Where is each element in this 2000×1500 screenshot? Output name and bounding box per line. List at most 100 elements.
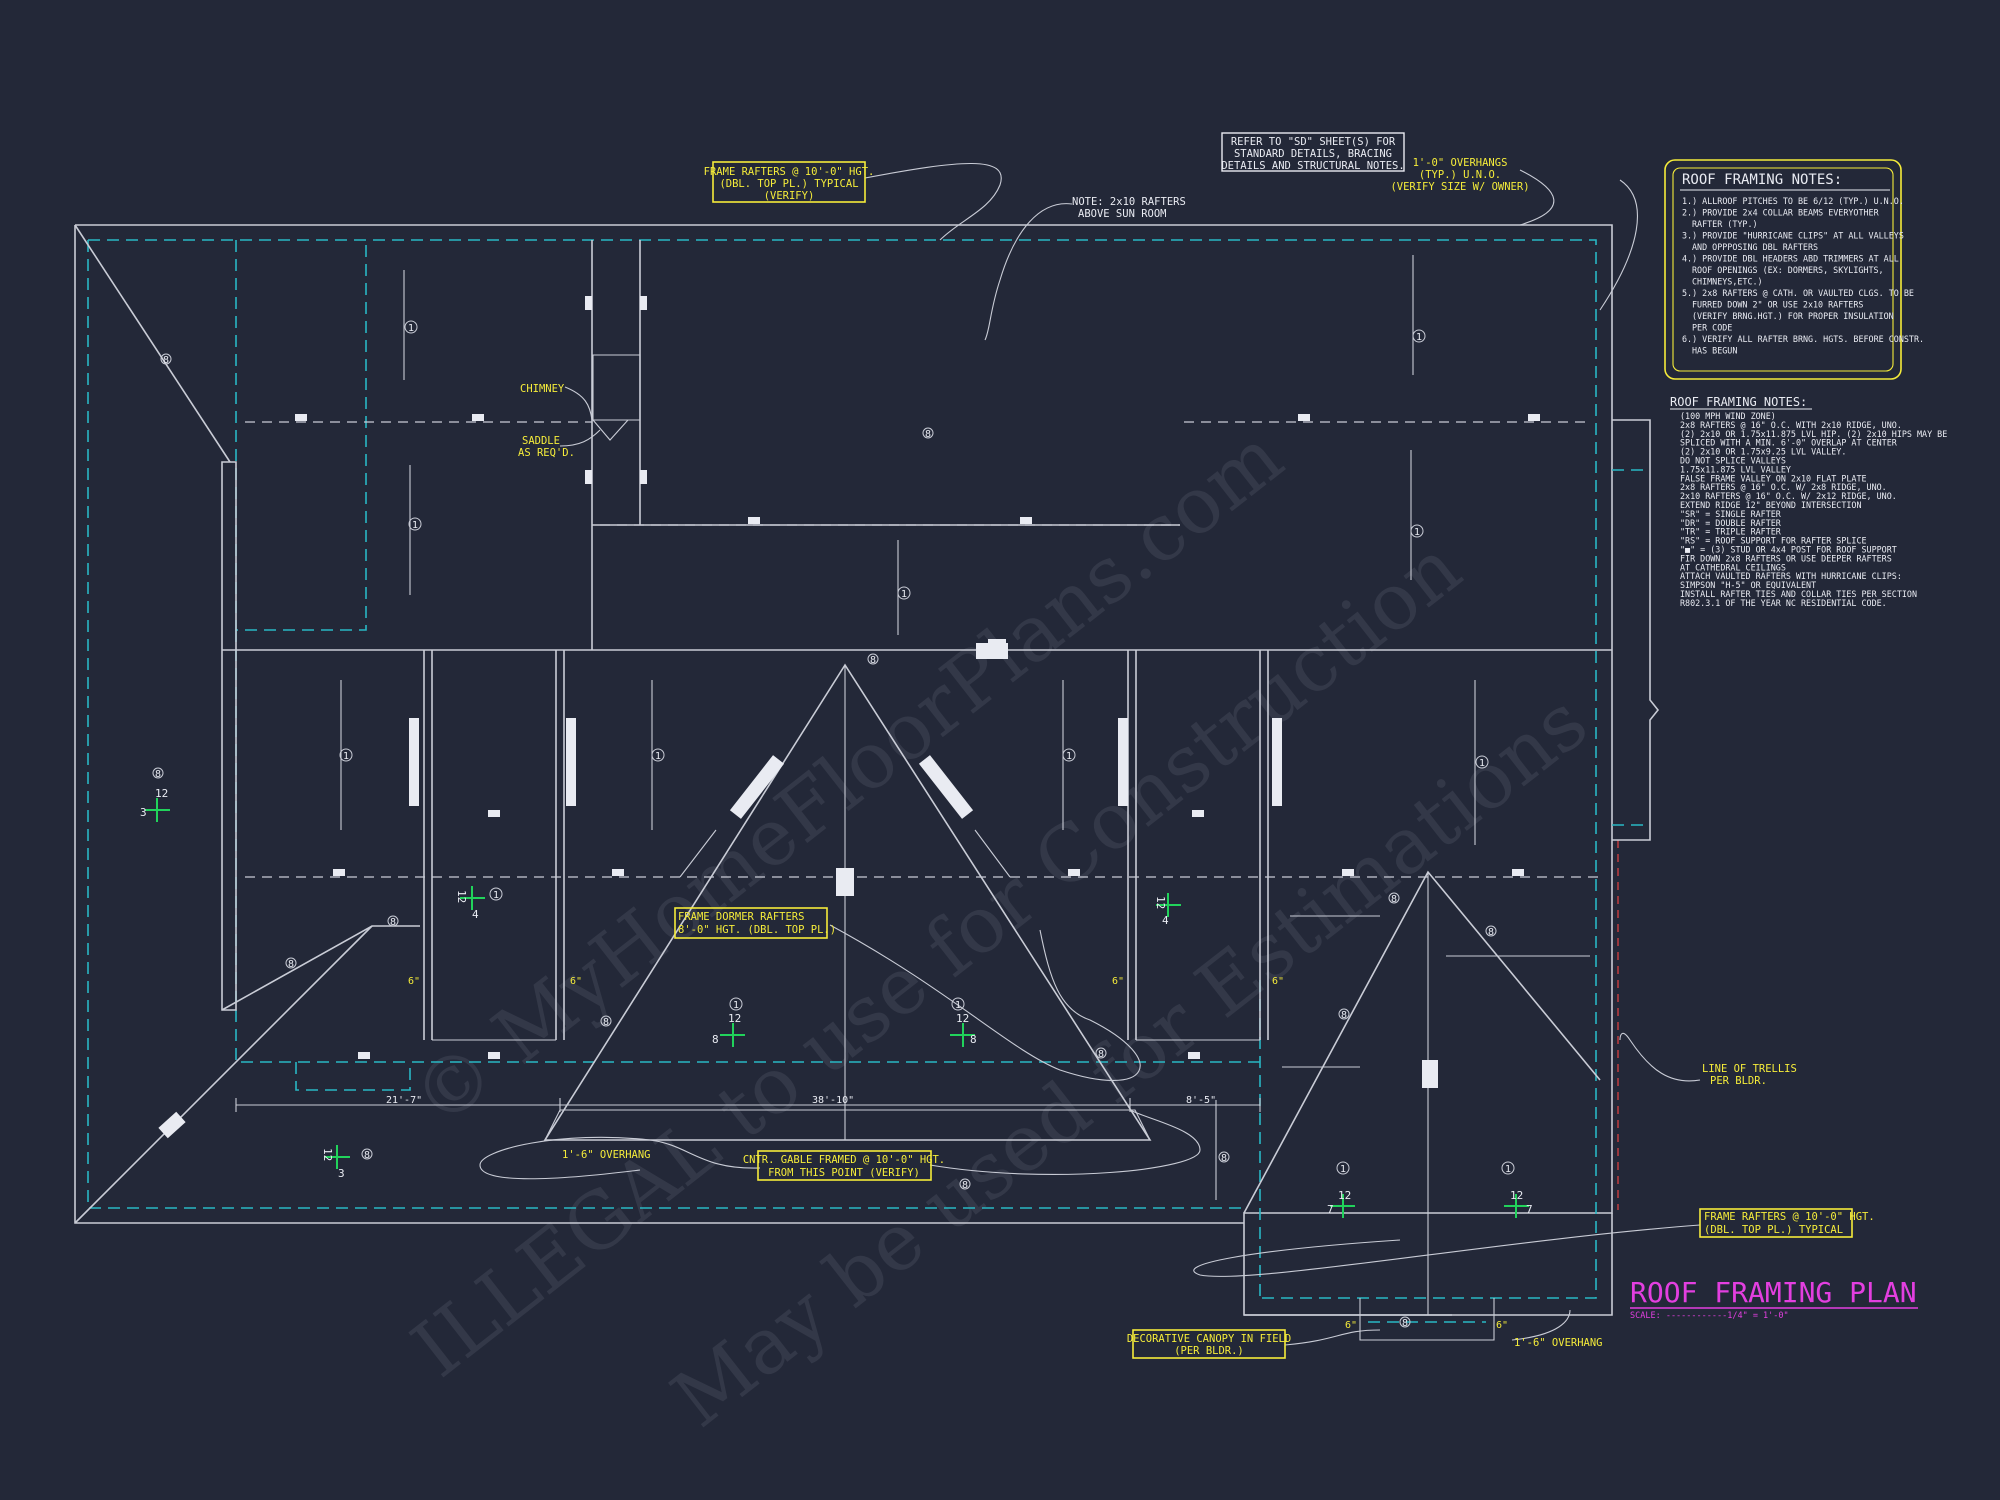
- leader-saddle: [559, 429, 601, 447]
- notes-box-item: 3.) PROVIDE "HURRICANE CLIPS" AT ALL VAL…: [1682, 231, 1904, 241]
- svg-text:12: 12: [455, 890, 468, 903]
- notes-list-heading: ROOF FRAMING NOTES:: [1670, 395, 1807, 409]
- bay-wall-2: [555, 650, 565, 1040]
- svg-text:DECORATIVE CANOPY IN FIELD: DECORATIVE CANOPY IN FIELD: [1127, 1333, 1291, 1345]
- dimensions: 21'-7" 38'-10" 8'-5" 6" 6" 6" 6" 6" 6": [386, 976, 1508, 1331]
- callout-trellis: LINE OF TRELLIS: [1702, 1063, 1797, 1075]
- leader-overhang-bottom: [1511, 1309, 1571, 1341]
- notes-list-items: (100 MPH WIND ZONE)2x8 RAFTERS @ 16" O.C…: [1680, 411, 1947, 608]
- svg-text:(DBL. TOP PL.) TYPICAL: (DBL. TOP PL.) TYPICAL: [1704, 1224, 1843, 1236]
- porch-step: [295, 1062, 411, 1091]
- svg-text:1: 1: [901, 589, 907, 600]
- svg-text:12: 12: [155, 787, 168, 800]
- callout-frame-top[interactable]: [712, 161, 866, 203]
- dormer-rafters: [679, 829, 1011, 878]
- svg-text:6": 6": [1272, 976, 1284, 987]
- title-block: ROOF FRAMING PLAN SCALE: ------------1/4…: [1630, 1276, 1918, 1321]
- svg-text:6": 6": [1496, 1320, 1508, 1331]
- notes-list-item: "SR" = SINGLE RAFTER: [1680, 509, 1782, 519]
- notes-box-item: 1.) ALLROOF PITCHES TO BE 6/12 (TYP.) U.…: [1682, 196, 1904, 206]
- saddle: [592, 419, 629, 441]
- svg-text:8: 8: [1341, 1010, 1347, 1021]
- svg-text:12: 12: [1510, 1189, 1523, 1202]
- notes-list-item: (2) 2x10 OR 1.75x11.875 LVL HIP. (2) 2x1…: [1680, 429, 1947, 439]
- svg-text:(DBL. TOP PL.) TYPICAL: (DBL. TOP PL.) TYPICAL: [719, 178, 858, 190]
- drawing-scale: SCALE: ------------1/4" = 1'-0": [1630, 1311, 1789, 1321]
- notes-box-item: RAFTER (TYP.): [1692, 219, 1758, 229]
- svg-text:6": 6": [408, 976, 420, 987]
- notes-list-item: "DR" = DOUBLE RAFTER: [1680, 518, 1782, 528]
- leader-overhang-top-2: [1599, 179, 1638, 311]
- svg-text:8: 8: [1402, 1318, 1408, 1329]
- dimension-3: 8'-5": [1186, 1095, 1216, 1106]
- svg-text:6": 6": [570, 976, 582, 987]
- notes-list-item: FIR DOWN 2x8 RAFTERS OR USE DEEPER RAFTE…: [1680, 553, 1892, 563]
- notes-list-item: (100 MPH WIND ZONE): [1680, 411, 1776, 421]
- notes-list-item: "■" = (3) STUD OR 4x4 POST FOR ROOF SUPP…: [1680, 545, 1897, 555]
- svg-text:8: 8: [163, 355, 169, 366]
- svg-text:AS REQ'D.: AS REQ'D.: [518, 447, 575, 459]
- svg-text:8: 8: [1098, 1049, 1104, 1060]
- callout-overhangs-top: 1'-0" OVERHANGS: [1413, 157, 1508, 169]
- dimension-2: 38'-10": [812, 1095, 854, 1106]
- callout-center-gable[interactable]: [757, 1150, 932, 1181]
- svg-text:4: 4: [1162, 914, 1169, 927]
- pitch-symbols: 123 124 128 128 124 123 127 127: [140, 787, 1533, 1218]
- svg-text:1: 1: [493, 890, 499, 901]
- svg-text:8: 8: [712, 1033, 719, 1046]
- notes-list-item: AT CATHEDRAL CEILINGS: [1680, 562, 1786, 572]
- callout-canopy[interactable]: [1132, 1329, 1286, 1359]
- notes-list-item: DO NOT SPLICE VALLEYS: [1680, 456, 1786, 466]
- hip-left-top: [74, 224, 231, 463]
- svg-text:1: 1: [1414, 527, 1420, 538]
- leader-frame-right: [1193, 1224, 1701, 1277]
- svg-text:6": 6": [1112, 976, 1124, 987]
- notes-box-item: (VERIFY BRNG.HGT.) FOR PROPER INSULATION: [1692, 311, 1894, 321]
- svg-text:7: 7: [1327, 1203, 1334, 1216]
- svg-text:CNTR. GABLE FRAMED @ 10'-0" HG: CNTR. GABLE FRAMED @ 10'-0" HGT.: [743, 1154, 945, 1166]
- notes-box-item: HAS BEGUN: [1692, 346, 1737, 356]
- callout-overhang-left: 1'-6" OVERHANG: [562, 1149, 651, 1161]
- leader-overhang-top: [1519, 169, 1555, 226]
- overhang-line-inner: [235, 240, 367, 631]
- leader-gable: [929, 1109, 1201, 1175]
- callout-dormer[interactable]: [674, 907, 828, 939]
- svg-text:(TYP.) U.N.O.: (TYP.) U.N.O.: [1419, 169, 1501, 181]
- notes-list-item: 2x8 RAFTERS @ 16" O.C. WITH 2x10 RIDGE, …: [1680, 420, 1902, 430]
- chimney-box[interactable]: [592, 354, 641, 421]
- callout-refer-sd[interactable]: [1221, 132, 1405, 172]
- valley-left: [221, 925, 420, 1011]
- wing-span-lines: [1215, 915, 1590, 1200]
- callout-frame-right[interactable]: [1699, 1208, 1853, 1238]
- svg-text:8: 8: [364, 1150, 370, 1161]
- svg-text:12: 12: [728, 1012, 741, 1025]
- svg-text:8: 8: [870, 655, 876, 666]
- dormer-headers: [158, 755, 974, 1139]
- notes-list-item: "TR" = TRIPLE RAFTER: [1680, 527, 1782, 537]
- notes-box-heading: ROOF FRAMING NOTES:: [1682, 172, 1842, 188]
- callout-sunroom: NOTE: 2x10 RAFTERS: [1072, 196, 1186, 208]
- leader-canopy: [1284, 1329, 1381, 1346]
- svg-text:1: 1: [412, 520, 418, 531]
- rafter-marks: 1 1 1 1 1 1 1 1 1 1 1 1 1 1 8 8 8 8 8 8 …: [152, 320, 1515, 1329]
- svg-text:3: 3: [140, 806, 147, 819]
- svg-text:1: 1: [655, 751, 661, 762]
- notes-box-item: AND OPPPOSING DBL RAFTERS: [1692, 242, 1818, 252]
- leader-chimney: [564, 386, 593, 421]
- svg-text:REFER TO "SD" SHEET(S) FOR: REFER TO "SD" SHEET(S) FOR: [1231, 136, 1396, 148]
- svg-text:1: 1: [343, 751, 349, 762]
- leader-dormer: [829, 924, 1141, 1082]
- svg-text:ABOVE SUN ROOM: ABOVE SUN ROOM: [1078, 208, 1167, 220]
- notes-list-item: 1.75x11.875 LVL VALLEY: [1680, 464, 1791, 474]
- svg-text:PER BLDR.: PER BLDR.: [1710, 1075, 1767, 1087]
- svg-text:FRAME DORMER RAFTERS: FRAME DORMER RAFTERS: [678, 911, 804, 923]
- svg-text:1: 1: [955, 1000, 961, 1011]
- notes-list-item: ATTACH VAULTED RAFTERS WITH HURRICANE CL…: [1680, 571, 1902, 581]
- bay-wall-3: [1127, 650, 1137, 1040]
- svg-text:1: 1: [1416, 332, 1422, 343]
- wall-left: [221, 461, 237, 1011]
- svg-text:12: 12: [1154, 896, 1167, 909]
- notes-list-item: SIMPSON "H-5" OR EQUIVALENT: [1680, 580, 1816, 590]
- svg-text:8: 8: [1488, 927, 1494, 938]
